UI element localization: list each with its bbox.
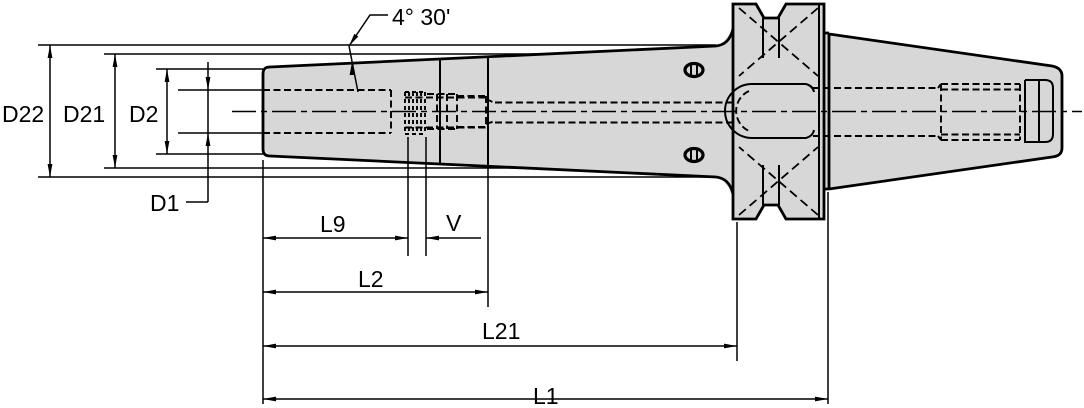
label-v: V	[446, 210, 462, 236]
toolholder-outline	[261, 2, 1064, 221]
dimension-l9: L9	[262, 137, 427, 404]
slot-feature-bottom	[683, 146, 705, 164]
drive-slot	[724, 83, 815, 139]
label-d2: D2	[129, 101, 158, 127]
dimension-l21: L21	[263, 222, 738, 361]
dimension-v: V	[426, 210, 481, 241]
taper-shank	[828, 32, 1064, 191]
dimension-d21: D21	[63, 53, 537, 169]
shank-end-counterbore	[1024, 79, 1054, 143]
label-d21: D21	[63, 101, 105, 127]
drive-slot-hidden-arc	[735, 90, 750, 132]
dimension-l1: L1	[263, 192, 829, 408]
v-groove-walls	[762, 18, 780, 205]
shank-face	[824, 31, 831, 191]
label-l9: L9	[320, 211, 346, 237]
dimension-d1: D1	[150, 62, 263, 216]
nose-face	[261, 65, 271, 158]
label-l21: L21	[482, 318, 520, 344]
dimension-d22: D22	[2, 44, 716, 178]
label-l2: L2	[358, 266, 384, 292]
taper-body-edges	[269, 44, 717, 179]
label-d22: D22	[2, 101, 44, 127]
label-d1: D1	[150, 190, 179, 216]
label-taper-angle: 4° 30'	[392, 4, 450, 30]
dimension-l2: L2	[263, 167, 489, 307]
label-l1: L1	[533, 383, 559, 408]
toolholder-body-fill	[263, 4, 1061, 219]
angle-callout: 4° 30'	[348, 4, 450, 93]
slot-feature-top	[683, 61, 705, 79]
dimension-d2: D2	[129, 68, 263, 155]
